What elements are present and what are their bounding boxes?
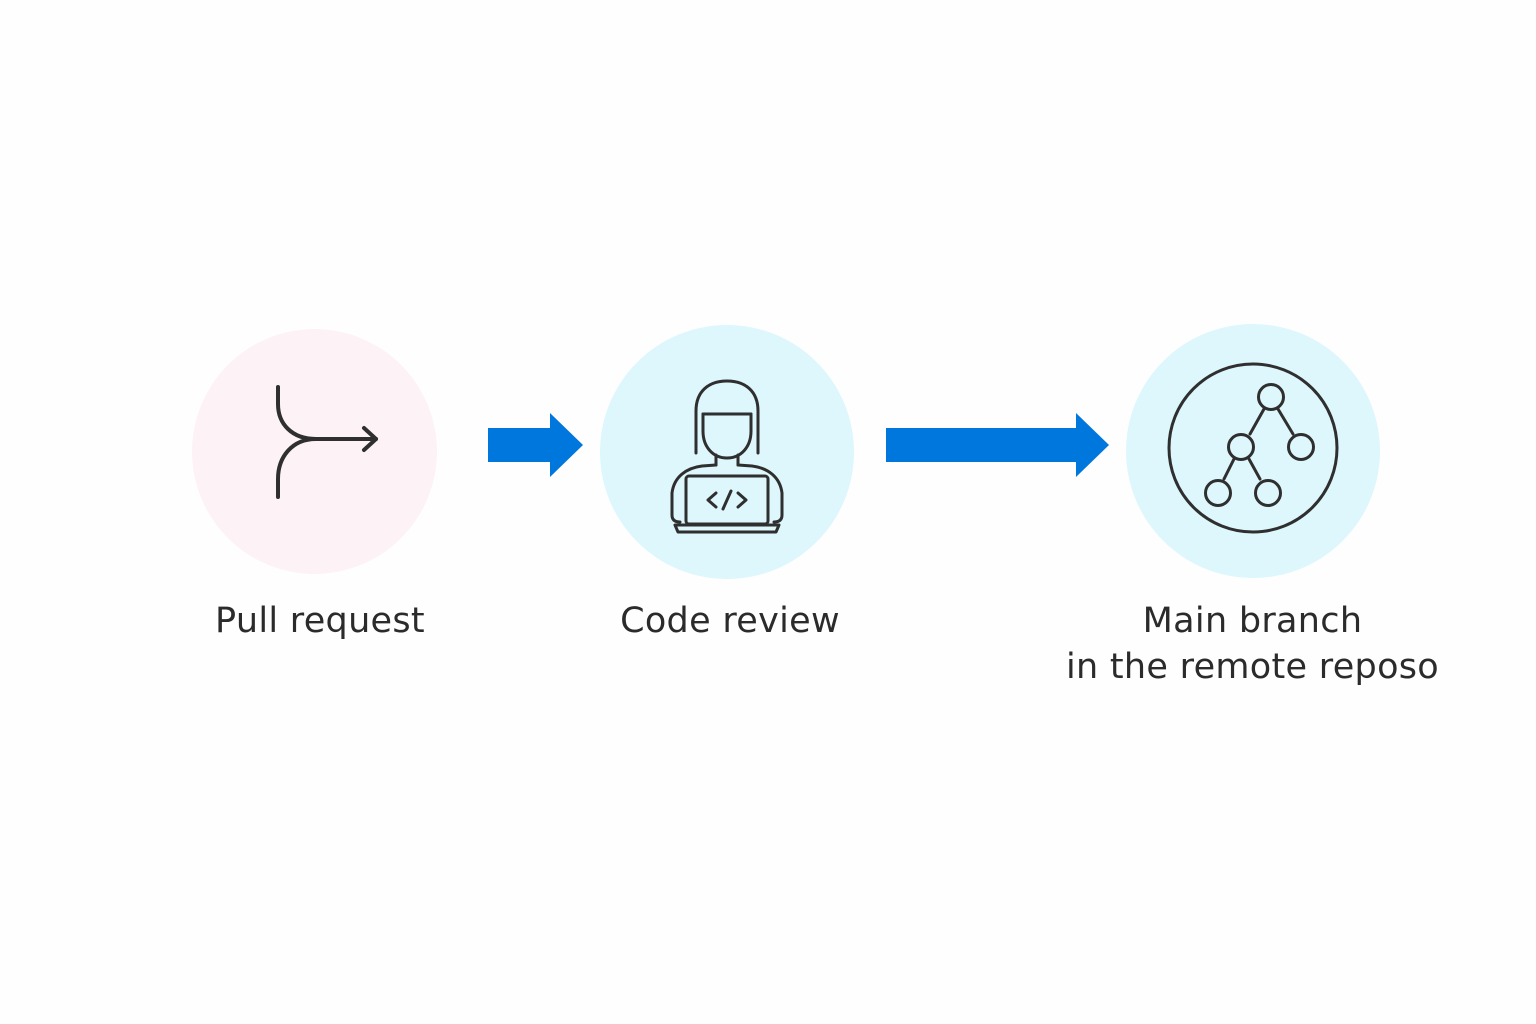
code-review-node [600,325,854,579]
right-arrow-icon [886,413,1109,477]
merge-arrow-icon [276,385,378,499]
code-review-label-line: Code review [620,601,840,641]
pull-request-node [192,329,437,574]
pull-request-label-line: Pull request [215,601,425,641]
main-branch-label: Main branch in the remote reposo [1040,598,1465,690]
code-review-label: Code review [570,598,890,644]
main-branch-label-line-2: in the remote reposo [1065,647,1440,687]
branch-tree-icon [1167,362,1339,534]
main-branch-label-line-1: Main branch [1142,601,1363,641]
developer-laptop-icon [670,379,784,534]
pull-request-label: Pull request [160,598,480,644]
main-branch-node [1126,324,1380,578]
right-arrow-icon [488,413,583,477]
